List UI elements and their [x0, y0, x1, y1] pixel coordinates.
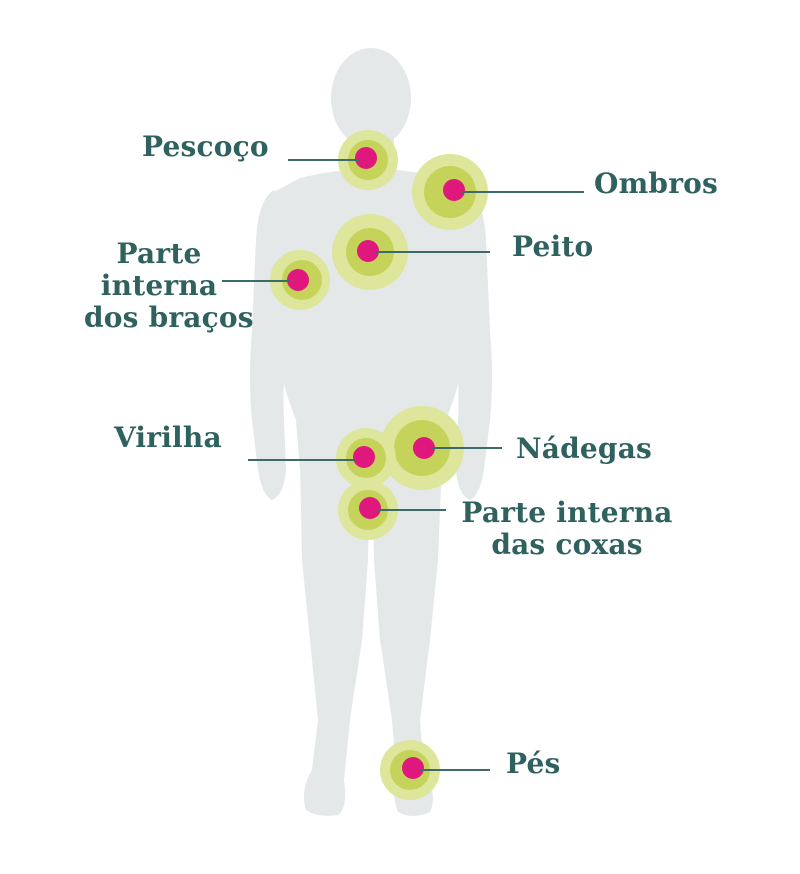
label-bracos-line3: dos braços: [84, 301, 254, 334]
label-coxas-line1: Parte interna: [461, 496, 673, 529]
label-nadegas: Nádegas: [516, 432, 653, 465]
leader-lines: [222, 159, 584, 771]
hotspot-pes: [380, 740, 440, 800]
body-silhouette: [250, 48, 492, 816]
hotspot-virilha: [336, 428, 396, 488]
label-pes: Pés: [506, 747, 561, 780]
hotspot-bracos: [270, 250, 330, 310]
label-coxas: Parte interna das coxas: [458, 497, 676, 561]
hotspot-coxas: [338, 480, 398, 540]
hotspot-ombros: [412, 154, 488, 230]
hotspot-pescoco: [338, 130, 398, 190]
hotspot-nadegas: [380, 406, 464, 490]
label-bracos-line2: interna: [100, 269, 218, 302]
label-pescoco: Pescoço: [142, 130, 269, 163]
label-ombros: Ombros: [594, 167, 718, 200]
hotspot-peito: [332, 214, 408, 290]
label-coxas-line2: das coxas: [491, 528, 643, 561]
label-virilha: Virilha: [114, 421, 222, 454]
label-peito: Peito: [512, 230, 594, 263]
label-bracos: Parte interna dos braços: [84, 237, 254, 334]
label-bracos-line1: Parte: [116, 237, 202, 270]
